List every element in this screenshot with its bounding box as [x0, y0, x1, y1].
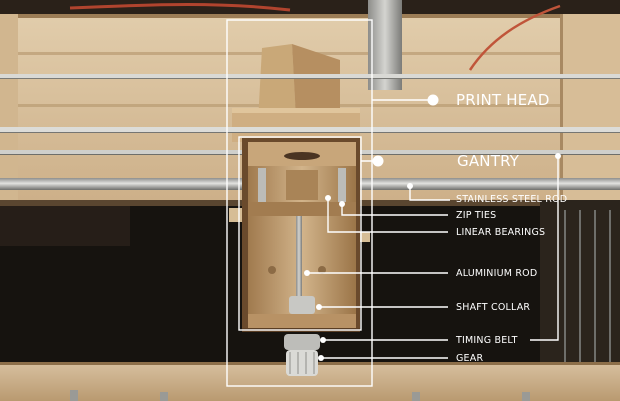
- leader-zip-ties: [341, 204, 448, 216]
- dot-gear: [318, 355, 324, 361]
- dot-steel-rod: [407, 183, 413, 189]
- leader-linear-bearings: [327, 198, 448, 233]
- annotation-overlay: [226, 19, 559, 387]
- print-head-carriage: [229, 138, 370, 332]
- label-print-head: PRINT HEAD: [456, 91, 550, 109]
- dot-zip-ties: [339, 201, 345, 207]
- label-gear: GEAR: [456, 353, 484, 364]
- gantry-outline: [238, 136, 362, 331]
- gear-pulley: [284, 334, 320, 376]
- leader-timing-belt-right: [530, 156, 559, 341]
- print-head-outline: [226, 19, 373, 387]
- label-shaft-collar: SHAFT COLLAR: [456, 302, 531, 313]
- dot-print-head: [427, 94, 439, 106]
- label-linear-bearings: LINEAR BEARINGS: [456, 227, 546, 238]
- dot-timing-belt-right: [555, 153, 561, 159]
- leader-steel-rod: [409, 186, 450, 201]
- dot-aluminium-rod: [304, 270, 310, 276]
- wire-right: [468, 4, 561, 71]
- label-gantry: GANTRY: [457, 152, 520, 170]
- dot-shaft-collar: [316, 304, 322, 310]
- label-timing-belt: TIMING BELT: [456, 335, 518, 346]
- annotation-dots: [304, 94, 561, 361]
- dot-gantry: [372, 155, 384, 167]
- label-stainless-steel-rod: STAINLESS STEEL ROD: [456, 194, 568, 205]
- dot-linear-bearings: [325, 195, 331, 201]
- label-zip-ties: ZIP TIES: [456, 210, 497, 221]
- label-aluminium-rod: ALUMINIUM ROD: [456, 268, 538, 279]
- dot-timing-belt: [320, 337, 326, 343]
- wire: [69, 3, 291, 12]
